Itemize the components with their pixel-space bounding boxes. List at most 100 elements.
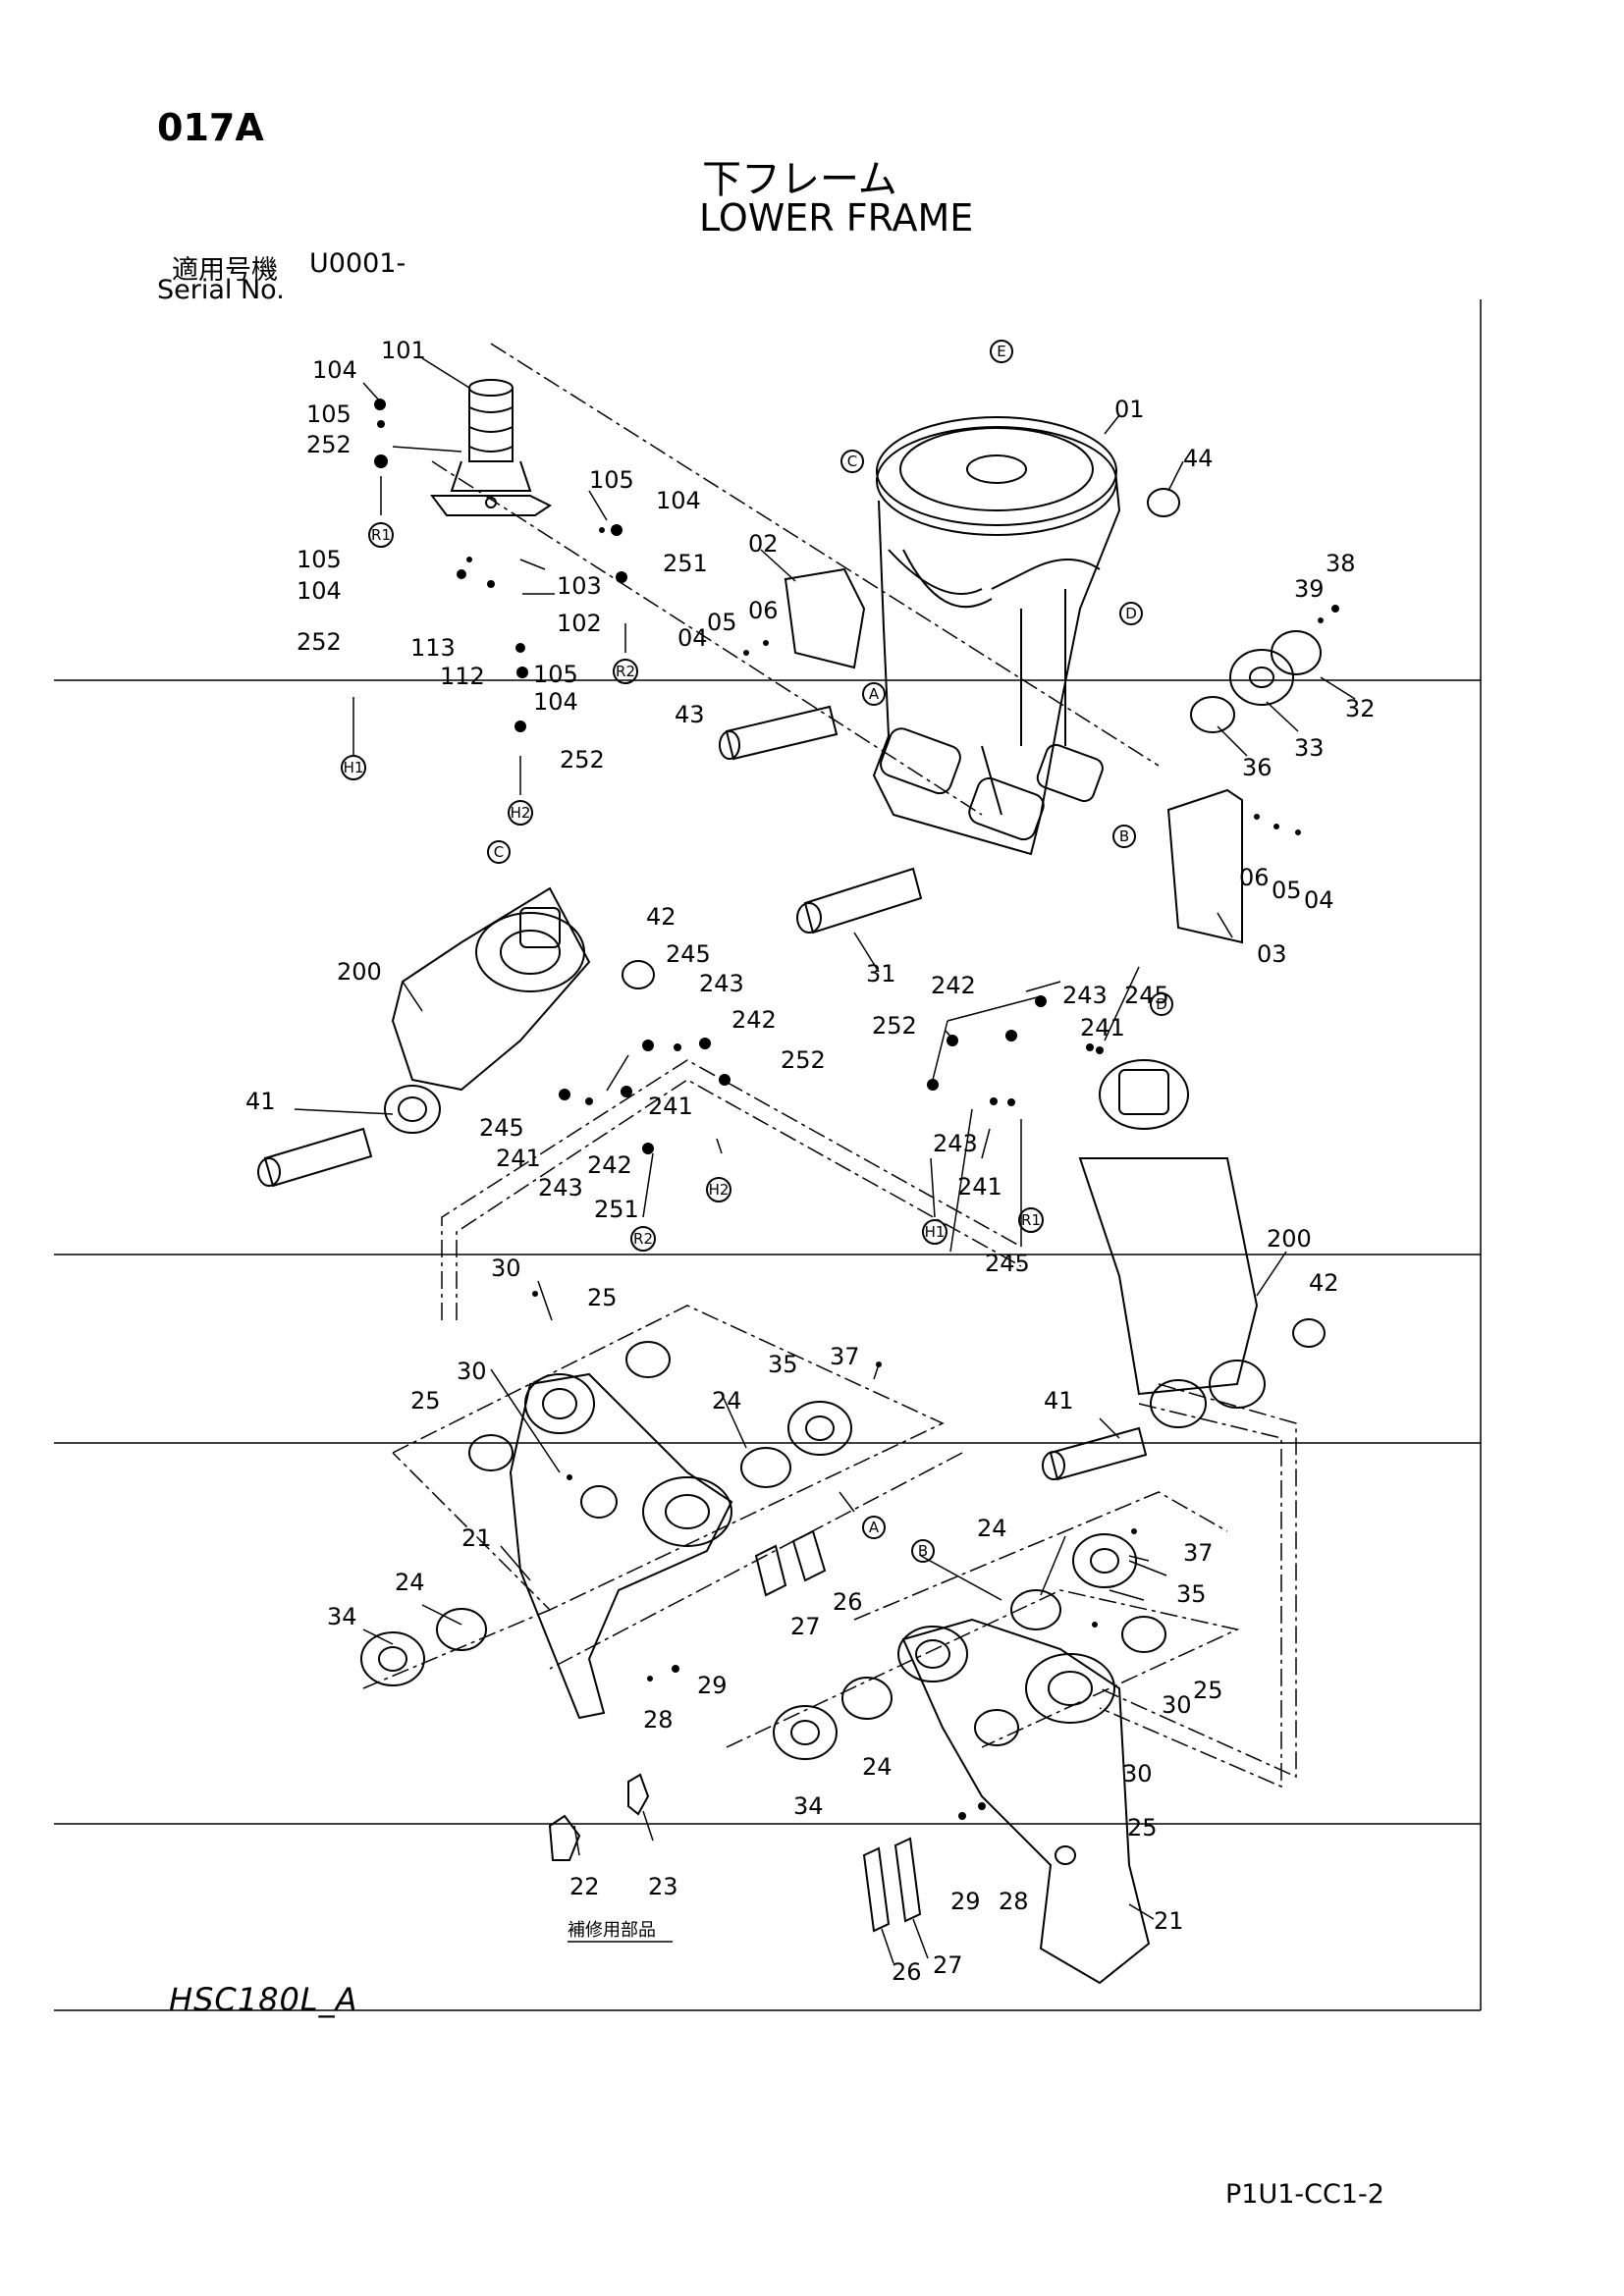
svg-text:A: A xyxy=(869,1519,880,1536)
pins xyxy=(257,705,1148,1481)
callout-label: 44 xyxy=(1183,445,1214,472)
callout-label: 23 xyxy=(648,1873,678,1900)
svg-text:C: C xyxy=(494,843,504,861)
callout-label: 243 xyxy=(538,1174,583,1201)
callout-label: 200 xyxy=(337,958,382,986)
callout-label: 01 xyxy=(1114,396,1145,423)
leader-lines xyxy=(294,357,1356,1964)
callout-label: 31 xyxy=(866,960,896,988)
ref-mark: H2 xyxy=(508,800,533,826)
callout-label: 112 xyxy=(440,663,485,690)
page-code: 017A xyxy=(157,106,264,149)
ref-mark: A xyxy=(862,682,886,706)
note-service-parts: 補修用部品 xyxy=(568,1920,656,1941)
callout-label: 243 xyxy=(1062,982,1108,1009)
callout-label: 243 xyxy=(699,970,744,997)
svg-text:E: E xyxy=(997,343,1005,360)
callout-label: 105 xyxy=(533,661,578,688)
callout-label: 105 xyxy=(297,546,342,573)
callout-label: 113 xyxy=(410,634,456,662)
ref-mark: R1 xyxy=(1018,1207,1044,1233)
ref-mark: B xyxy=(1112,825,1136,848)
callout-label: 03 xyxy=(1257,940,1287,968)
callout-label: 22 xyxy=(569,1873,600,1900)
callout-label: 26 xyxy=(833,1588,863,1616)
callout-label: 105 xyxy=(589,466,634,494)
callout-label: 27 xyxy=(790,1613,821,1640)
ref-mark: C xyxy=(487,840,511,864)
callout-label: 02 xyxy=(748,530,779,558)
callout-label: 241 xyxy=(1080,1014,1125,1041)
svg-text:D: D xyxy=(1156,995,1167,1013)
callout-label: 39 xyxy=(1294,575,1325,603)
bushings xyxy=(360,488,1326,1760)
callout-label: 242 xyxy=(587,1151,632,1179)
callout-label: 252 xyxy=(306,431,352,458)
covers xyxy=(784,567,1243,944)
callout-label: 32 xyxy=(1345,695,1376,722)
callout-label: 29 xyxy=(950,1888,981,1915)
cylinder-right xyxy=(1078,1059,1266,1428)
callout-label: 35 xyxy=(1176,1580,1207,1608)
ref-mark: E xyxy=(990,340,1013,363)
callout-label: 200 xyxy=(1267,1225,1312,1253)
ref-mark: B xyxy=(911,1539,935,1563)
callout-label: 33 xyxy=(1294,734,1325,762)
svg-text:R2: R2 xyxy=(633,1230,653,1248)
ref-mark: D xyxy=(1119,602,1143,625)
callout-label: 21 xyxy=(461,1524,492,1552)
ref-mark: A xyxy=(862,1516,886,1539)
callout-label: 251 xyxy=(663,550,708,577)
ref-mark: R2 xyxy=(630,1226,656,1252)
ref-mark: R1 xyxy=(368,522,394,548)
callout-label: 34 xyxy=(327,1603,357,1630)
callout-label: 04 xyxy=(677,624,708,652)
callout-label: 29 xyxy=(697,1672,728,1699)
footer-model: HSC180L_A xyxy=(169,1981,358,2018)
callout-label: 245 xyxy=(479,1114,524,1142)
callout-label: 103 xyxy=(557,572,602,600)
callout-labels: 104 101 105 252 105 104 105 104 103 102 … xyxy=(245,337,1376,1986)
callout-label: 37 xyxy=(830,1343,860,1370)
callout-label: 27 xyxy=(933,1951,963,1979)
callout-label: 24 xyxy=(712,1387,742,1415)
callout-label: 104 xyxy=(297,577,342,605)
svg-text:H1: H1 xyxy=(344,759,364,776)
small-parts xyxy=(548,1529,922,1933)
callout-label: 104 xyxy=(533,688,578,716)
svg-text:B: B xyxy=(1119,828,1129,845)
callout-label: 28 xyxy=(999,1888,1029,1915)
callout-label: 242 xyxy=(931,972,976,999)
callout-label: 30 xyxy=(1162,1691,1192,1719)
callout-label: 24 xyxy=(862,1753,893,1781)
callout-label: 25 xyxy=(1127,1814,1158,1842)
callout-label: 34 xyxy=(793,1792,824,1820)
ref-mark: H2 xyxy=(706,1177,731,1202)
callout-label: 101 xyxy=(381,337,426,364)
callout-label: 37 xyxy=(1183,1539,1214,1567)
callout-label: 36 xyxy=(1242,754,1272,781)
callout-label: 102 xyxy=(557,610,602,637)
swivel-joint xyxy=(430,379,552,516)
callout-label: 24 xyxy=(395,1569,425,1596)
callout-label: 241 xyxy=(957,1173,1002,1201)
callout-label: 30 xyxy=(457,1358,487,1385)
svg-text:H1: H1 xyxy=(925,1223,946,1241)
callout-label: 04 xyxy=(1304,886,1334,914)
callout-label: 251 xyxy=(594,1196,639,1223)
callout-label: 25 xyxy=(587,1284,618,1311)
serial-label-japanese: 適用号機 xyxy=(172,255,278,286)
title-english: LOWER FRAME xyxy=(699,196,974,240)
svg-text:D: D xyxy=(1125,605,1137,622)
ref-mark: H1 xyxy=(922,1219,947,1245)
callout-label: 05 xyxy=(1272,877,1302,904)
ref-mark: C xyxy=(840,450,864,473)
footer-code: P1U1-CC1-2 xyxy=(1225,2179,1384,2210)
callout-label: 26 xyxy=(892,1958,922,1986)
ref-mark: D xyxy=(1150,992,1173,1016)
ref-mark: R2 xyxy=(613,659,638,684)
callout-label: 05 xyxy=(707,609,737,636)
svg-text:C: C xyxy=(847,453,857,470)
svg-text:R1: R1 xyxy=(371,526,391,544)
callout-label: 242 xyxy=(731,1006,777,1034)
